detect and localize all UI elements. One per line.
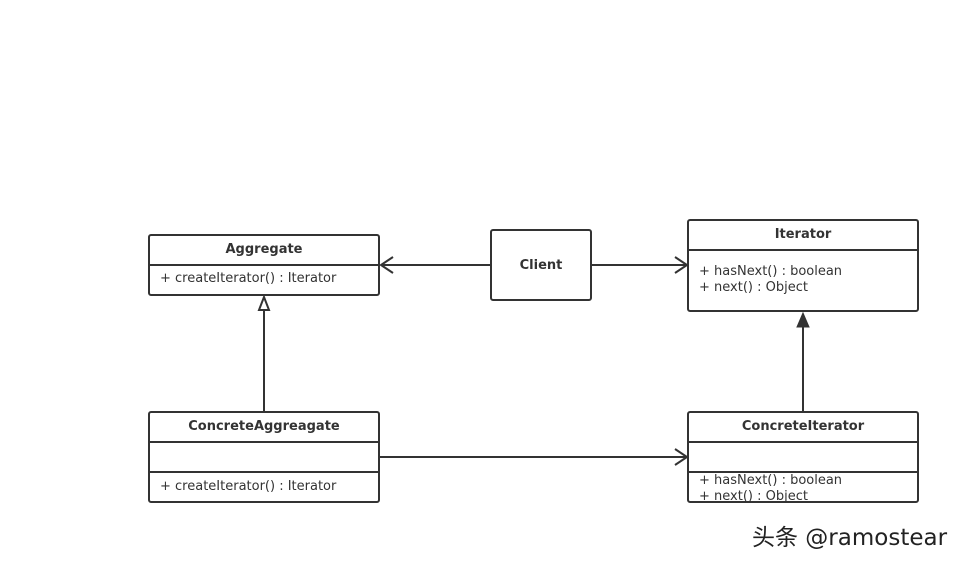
concrete-aggregate-class-name: ConcreteAggreagate [150,413,378,443]
concrete-aggregate-inheritance-arrow [257,294,271,412]
concrete-iterator-operations: + hasNext() : boolean + next() : Object [689,473,917,505]
client-class-name: Client [519,257,563,273]
concrete-aggregate-operation: + createIterator() : Iterator [160,479,337,494]
concrete-iterator-class: ConcreteIterator + hasNext() : boolean +… [687,411,919,505]
watermark-text: 头条 @ramostear [752,525,948,551]
concrete-aggregate-class: ConcreteAggreagate + createIterator() : … [148,411,380,503]
aggregate-operation: + createIterator() : Iterator [160,271,337,286]
concrete-iterator-inheritance-arrow [796,311,810,412]
client-to-iterator-arrow [592,256,689,274]
concrete-aggregate-operations: + createIterator() : Iterator [150,473,378,495]
aggregate-class: Aggregate + createIterator() : Iterator [148,234,380,296]
aggregate-operations: + createIterator() : Iterator [150,266,378,287]
concrete-aggregate-attributes [150,443,378,473]
concrete-aggregate-to-concrete-iterator-arrow [380,448,689,466]
iterator-class-name: Iterator [689,221,917,251]
iterator-operation: + next() : Object [699,280,808,295]
client-to-aggregate-arrow [379,256,490,274]
iterator-class: Iterator + hasNext() : boolean + next() … [687,219,919,312]
concrete-iterator-operation: + next() : Object [699,489,808,504]
concrete-iterator-class-name: ConcreteIterator [689,413,917,443]
client-class: Client [490,229,592,301]
iterator-operation: + hasNext() : boolean [699,264,843,279]
iterator-operations: + hasNext() : boolean + next() : Object [689,251,917,296]
concrete-iterator-attributes [689,443,917,473]
aggregate-class-name: Aggregate [150,236,378,266]
concrete-iterator-operation: + hasNext() : boolean [699,473,843,488]
